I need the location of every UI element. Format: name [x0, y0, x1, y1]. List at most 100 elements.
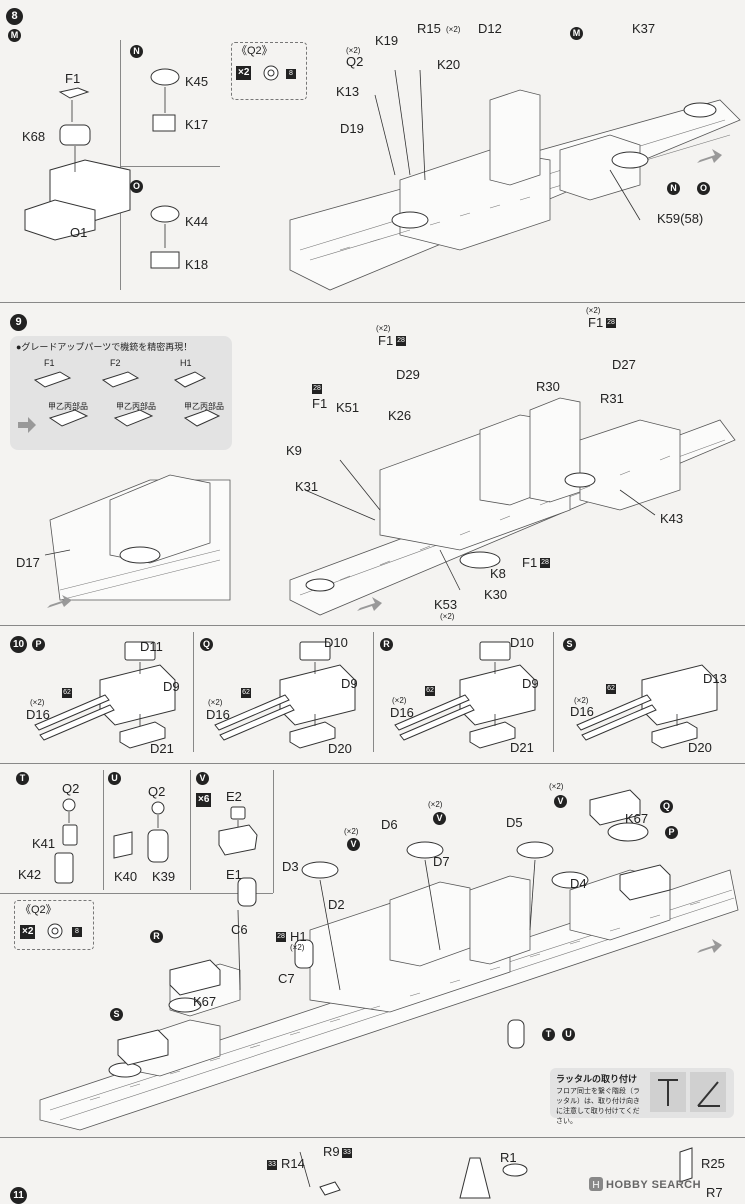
- step8-part-k17: K17: [185, 117, 209, 132]
- step10-v-label-e1: E1: [226, 867, 242, 882]
- step9-label-k9: K9: [286, 443, 302, 458]
- step10-ladder-title: ラッタルの取り付け: [556, 1074, 638, 1084]
- step10-r-label-barrel: D16: [390, 705, 414, 720]
- step10-s-badge: 62: [606, 684, 616, 694]
- step10-p-badge: 62: [62, 688, 72, 698]
- step10-q-label-barrel: D16: [206, 707, 230, 722]
- step10-p-label-x2: (×2): [30, 698, 45, 707]
- step-10-number: 10: [10, 636, 27, 653]
- step9-hull-drawing: [289, 397, 736, 616]
- step11-badge-33b: 33: [342, 1148, 352, 1158]
- step11-label-r14: R14: [281, 1156, 305, 1171]
- step10-u-label-q2: Q2: [148, 784, 166, 799]
- step10-label-h1: H1: [290, 929, 307, 944]
- step9-info-h1: H1: [180, 358, 192, 368]
- step10-tuv-bottom-border: [0, 893, 273, 894]
- step9-label-k26: K26: [388, 408, 412, 423]
- step10-r-badge: 62: [425, 686, 435, 696]
- step10-label-d2: D2: [328, 897, 345, 912]
- step8-q2-box: [231, 42, 307, 100]
- step8-part-f1: F1: [65, 71, 81, 86]
- step9-info-f1: F1: [44, 358, 55, 368]
- step10-label-k67b: K67: [193, 994, 217, 1009]
- step10-p-turret-drawing: [34, 641, 176, 749]
- step8-q2-quantity: ×2: [236, 66, 252, 80]
- step8-label-n: N: [667, 182, 680, 195]
- step10-label-v2: V: [554, 795, 567, 808]
- step8-label-k13: K13: [336, 84, 360, 99]
- step10-label-s: S: [110, 1008, 123, 1021]
- step9-badge-28b: 28: [312, 384, 322, 394]
- step9-label-d29: D29: [396, 367, 420, 382]
- step8-label-k19: K19: [375, 33, 399, 48]
- step9-label-r31: R31: [600, 391, 624, 406]
- step8-part-k45: K45: [185, 74, 209, 89]
- svg-text:H: H: [592, 1180, 599, 1191]
- step9-inset-drawing: [44, 474, 231, 608]
- step10-label-u: U: [562, 1028, 575, 1041]
- step10-label-d5x2: (×2): [549, 782, 564, 791]
- hobby-search-logo-icon: H: [589, 1177, 603, 1191]
- step10-label-v1: V: [433, 812, 446, 825]
- step9-label-k8: K8: [490, 566, 506, 581]
- step9-label-x2b: (×2): [586, 306, 601, 315]
- step9-label-r30: R30: [536, 379, 560, 394]
- step9-label-x2c: (×2): [440, 612, 455, 621]
- step9-info-title: ●グレードアップパーツで機銃を精密再現！: [16, 342, 193, 352]
- step10-p-marker: P: [32, 638, 45, 651]
- step10-q-label-top: D10: [324, 635, 348, 650]
- step8-subassembly-n-marker: N: [130, 45, 143, 58]
- step9-label-k30: K30: [484, 587, 508, 602]
- step10-label-d3x2: (×2): [344, 827, 359, 836]
- step10-r-label-x2: (×2): [392, 696, 407, 705]
- step10-q2-part-icon: [47, 923, 63, 939]
- step9-label-k31: K31: [295, 479, 319, 494]
- step10-p-label-gun: D9: [163, 679, 180, 694]
- step10-t-label-k41: K41: [32, 836, 56, 851]
- step10-ladder-icons: [650, 1072, 726, 1112]
- step8-part-k44: K44: [185, 214, 209, 229]
- step10-label-d3: D3: [282, 859, 299, 874]
- step11-label-r25: R25: [701, 1156, 725, 1171]
- step11-drawing: [299, 1147, 693, 1199]
- step10-q2-sprue-badge: 8: [72, 927, 82, 937]
- step8-subassembly-o-marker: O: [130, 180, 143, 193]
- step10-uv-divider: [190, 770, 191, 890]
- step10-r-label-base: D21: [510, 740, 534, 755]
- step10-s-turret-drawing: [576, 664, 718, 749]
- step9-badge-28c: 28: [606, 318, 616, 328]
- step10-q-turret-drawing: [214, 641, 356, 749]
- step9-label-f1c: F1: [588, 315, 604, 330]
- step9-label-k51: K51: [336, 400, 360, 415]
- step10-q-label-x2: (×2): [208, 698, 223, 707]
- step11-badge-33a: 33: [267, 1160, 277, 1170]
- step8-divider-b: [120, 166, 220, 167]
- step8-label-d12: D12: [478, 21, 502, 36]
- step9-info-drawings: [18, 371, 221, 433]
- step10-hull-drawing: [39, 789, 739, 1131]
- step8-q2-sprue-badge: 8: [286, 69, 296, 79]
- step10-label-c7: C7: [278, 971, 295, 986]
- step11-label-r1: R1: [500, 1150, 517, 1165]
- step10-label-d4: D4: [570, 876, 587, 891]
- step10-label-r: R: [150, 930, 163, 943]
- step10-p-label-barrel: D16: [26, 707, 50, 722]
- step8-part-k18: K18: [185, 257, 209, 272]
- step10-t-label-q2: Q2: [62, 781, 80, 796]
- step9-label-k43: K43: [660, 511, 684, 526]
- divider-9-10: [0, 625, 745, 626]
- step9-label-f1b: F1: [312, 396, 328, 411]
- divider-8-9: [0, 302, 745, 303]
- step8-label-m: M: [570, 27, 583, 40]
- step9-label-x2a: (×2): [376, 324, 391, 333]
- step8-bridge-drawing: [24, 87, 131, 241]
- step10-r-turret-drawing: [394, 641, 536, 749]
- step10-s-label-base: D20: [688, 740, 712, 755]
- step10-v-label-e2: E2: [226, 789, 242, 804]
- step9-label-d27: D27: [612, 357, 636, 372]
- step10-p-label-base: D21: [150, 741, 174, 756]
- step8-label-d19: D19: [340, 121, 364, 136]
- step10-tu-divider: [103, 770, 104, 890]
- step8-label-k37: K37: [632, 21, 656, 36]
- step10-q2-quantity: ×2: [20, 925, 36, 939]
